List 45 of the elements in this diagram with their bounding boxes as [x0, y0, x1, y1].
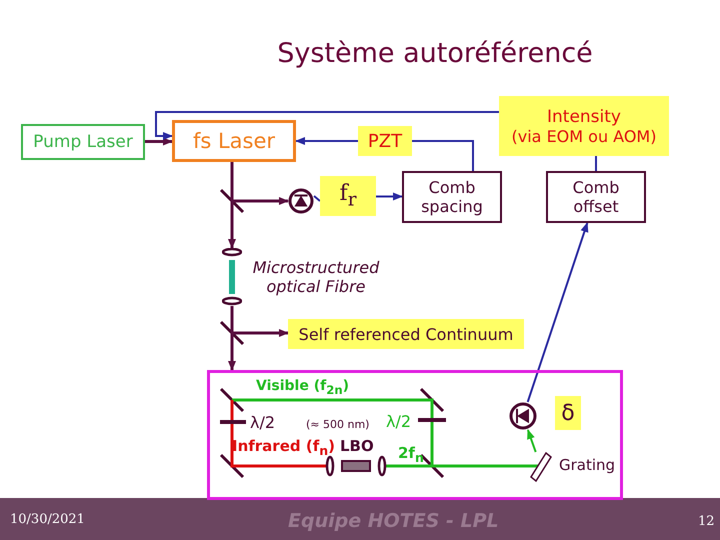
- laser-box: [21, 124, 145, 160]
- waveplate-label: λ/2: [386, 412, 412, 431]
- beam-label: Infrared (f$_{n}$): [232, 437, 335, 458]
- component-label: Microstructured optical Fibre: [252, 258, 380, 296]
- box-label: Comb spacing: [420, 178, 484, 216]
- arrow: [295, 137, 358, 145]
- process-box: [402, 171, 502, 223]
- date-text: 10/30/2021: [10, 512, 85, 527]
- box-label: (via EOM ou AOM): [512, 126, 656, 146]
- box-label: δ: [561, 400, 575, 426]
- slide-title: Système autoréférencé: [276, 38, 594, 69]
- arrow: [376, 192, 403, 200]
- laser-box: [172, 120, 296, 162]
- connector-line: [313, 195, 321, 202]
- process-box: [546, 171, 646, 223]
- beam-label: Visible (f$_{2n}$): [256, 378, 350, 397]
- box-label: Comb offset: [572, 178, 620, 216]
- optical-fibre-drawing: [222, 248, 242, 306]
- frequency-label-box: [320, 176, 376, 216]
- grating-drawing: [530, 452, 552, 482]
- connector-line: [412, 140, 474, 171]
- beat-label-box: [555, 396, 581, 430]
- box-label: fs Laser: [192, 129, 276, 153]
- control-label-box: [499, 96, 669, 156]
- beam-label: 2f$_{n}$: [398, 444, 424, 465]
- arrow: [526, 429, 537, 452]
- actuator-label-box: [358, 126, 412, 156]
- component-label: Grating: [558, 456, 616, 474]
- box-label: Intensity: [547, 106, 621, 126]
- connector-line: [595, 156, 597, 171]
- waveplate-label: λ/2: [250, 413, 276, 432]
- wavelength-label: (≈ 500 nm): [306, 418, 370, 431]
- page-number: 12: [698, 514, 715, 529]
- crystal-label: LBO: [340, 437, 374, 455]
- box-label: PZT: [368, 130, 402, 152]
- photodiode-icon: [509, 402, 537, 430]
- box-label: Self referenced Continuum: [298, 324, 514, 344]
- arrow: [145, 138, 173, 146]
- photodiode-icon: [288, 188, 314, 214]
- box-label: Pump Laser: [33, 132, 133, 152]
- box-label: f$_{r}$: [340, 181, 356, 211]
- arrow: [526, 222, 588, 402]
- output-label-box: [288, 319, 524, 349]
- arrow: [155, 111, 499, 140]
- setup-frame: [207, 370, 623, 500]
